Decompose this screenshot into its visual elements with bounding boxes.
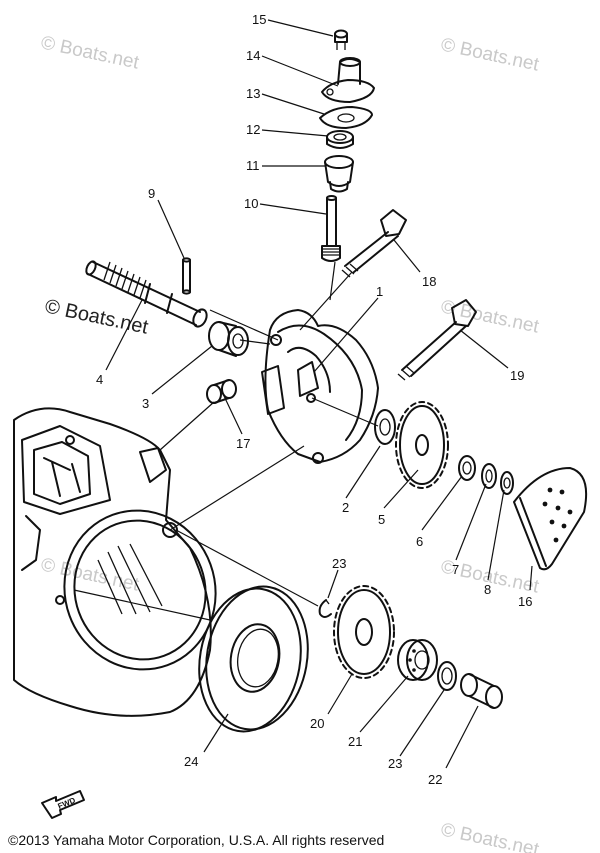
callout-5: 5 [378, 512, 385, 527]
crankcase [13, 407, 217, 717]
part-17-collar [206, 379, 237, 404]
part-6-nut [458, 455, 476, 481]
part-14-fitting [321, 57, 375, 103]
callout-23-lower: 23 [388, 756, 402, 771]
part-5-sprocket [395, 401, 449, 489]
part-23-circlip-upper [318, 599, 332, 618]
callout-12: 12 [246, 122, 260, 137]
callout-17: 17 [236, 436, 250, 451]
part-7-washer [481, 463, 497, 489]
callout-labels: 15 14 13 12 11 10 9 4 3 17 1 2 5 6 7 8 1… [96, 12, 532, 787]
part-11-bushing [324, 155, 354, 193]
watermark-bottom-right: © Boats.net [439, 819, 541, 853]
part-16-chain [513, 467, 588, 571]
part-21-bearing [397, 639, 438, 681]
callout-9: 9 [148, 186, 155, 201]
callout-13: 13 [246, 86, 260, 101]
callout-10: 10 [244, 196, 258, 211]
callout-19: 19 [510, 368, 524, 383]
part-9-pin [182, 257, 191, 295]
callout-2: 2 [342, 500, 349, 515]
callout-22: 22 [428, 772, 442, 787]
watermark-top-right: © Boats.net [439, 34, 541, 75]
part-19-bolt [397, 299, 477, 381]
callout-15: 15 [252, 12, 266, 27]
copyright-notice: ©2013 Yamaha Motor Corporation, U.S.A. A… [8, 832, 385, 848]
part-12-seal [326, 130, 354, 149]
callout-4: 4 [96, 372, 103, 387]
callout-11: 11 [246, 158, 260, 173]
assembly-lines [73, 261, 379, 621]
callout-6: 6 [416, 534, 423, 549]
callout-14: 14 [246, 48, 260, 63]
part-24-seal [198, 585, 309, 733]
callout-3: 3 [142, 396, 149, 411]
part-3-bushing [208, 321, 249, 357]
part-15-screw [334, 29, 348, 50]
callout-20: 20 [310, 716, 324, 731]
watermark-main: © Boats.net [43, 295, 151, 338]
leader-lines [105, 19, 533, 769]
part-18-bolt [341, 209, 407, 278]
callout-8: 8 [484, 582, 491, 597]
callout-16: 16 [518, 594, 532, 609]
fwd-label: FWD [57, 796, 77, 811]
fwd-arrow-icon: FWD [41, 790, 85, 819]
callout-18: 18 [422, 274, 436, 289]
part-4-drive-shaft [85, 260, 208, 328]
part-10-driven-gear [321, 195, 341, 262]
part-2-washer [374, 409, 396, 445]
callout-24: 24 [184, 754, 198, 769]
callout-1: 1 [376, 284, 383, 299]
callout-23-upper: 23 [332, 556, 346, 571]
watermark-top-left: © Boats.net [39, 32, 141, 73]
part-8-washer [500, 471, 514, 495]
watermark-lower-left: © Boats.net [39, 554, 141, 595]
part-20-sprocket [333, 585, 395, 679]
part-1-housing [261, 309, 379, 464]
callout-21: 21 [348, 734, 362, 749]
part-22-collar [460, 673, 503, 709]
callout-7: 7 [452, 562, 459, 577]
part-13-gasket [319, 106, 373, 129]
part-23-circlip-lower [437, 661, 457, 691]
